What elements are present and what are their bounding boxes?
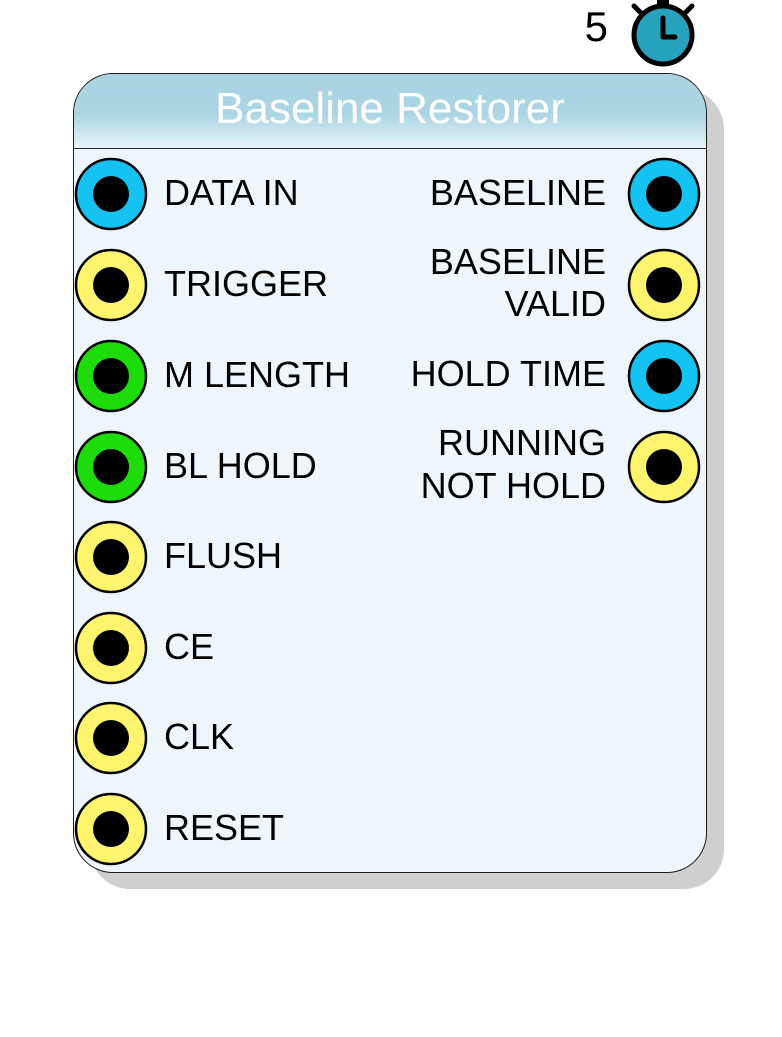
input-label-bl-hold: BL HOLD xyxy=(164,445,317,486)
input-port-m-length[interactable] xyxy=(74,339,148,413)
port-connector-icon xyxy=(627,339,701,413)
port-connector-icon xyxy=(74,792,148,866)
input-label-trigger: TRIGGER xyxy=(164,263,329,304)
block-title: Baseline Restorer xyxy=(215,84,565,133)
output-label-baseline-valid-2: VALID xyxy=(504,283,606,324)
input-label-clk: CLK xyxy=(164,716,235,757)
input-port-trigger[interactable] xyxy=(74,248,148,322)
port-connector-icon xyxy=(74,339,148,413)
port-connector-icon xyxy=(74,611,148,685)
latency-indicator: 5 xyxy=(560,0,702,70)
port-connector-icon xyxy=(627,430,701,504)
input-label-data-in: DATA IN xyxy=(164,172,299,213)
input-label-m-length: M LENGTH xyxy=(164,354,351,395)
input-port-data-in[interactable] xyxy=(74,157,148,231)
input-label-ce: CE xyxy=(164,626,215,667)
port-connector-icon xyxy=(74,430,148,504)
stopwatch-icon xyxy=(631,0,695,67)
port-connector-icon xyxy=(74,248,148,322)
output-port-hold-time[interactable] xyxy=(627,339,701,413)
latency-value: 5 xyxy=(584,3,608,50)
output-label-hold-time: HOLD TIME xyxy=(410,353,606,394)
port-connector-icon xyxy=(74,157,148,231)
output-label-running-not-hold-1: RUNNING xyxy=(438,422,606,463)
output-label-baseline: BASELINE xyxy=(429,172,606,213)
baseline-restorer-block[interactable]: Baseline Restorer xyxy=(73,73,707,873)
port-connector-icon xyxy=(74,701,148,775)
port-connector-icon xyxy=(627,248,701,322)
input-label-reset: RESET xyxy=(164,807,285,848)
block-header: Baseline Restorer xyxy=(74,74,706,149)
input-port-flush[interactable] xyxy=(74,520,148,594)
input-port-reset[interactable] xyxy=(74,792,148,866)
output-label-running-not-hold-2: NOT HOLD xyxy=(420,465,606,506)
output-port-baseline[interactable] xyxy=(627,157,701,231)
port-connector-icon xyxy=(74,520,148,594)
input-port-bl-hold[interactable] xyxy=(74,430,148,504)
port-connector-icon xyxy=(627,157,701,231)
input-port-clk[interactable] xyxy=(74,701,148,775)
input-port-ce[interactable] xyxy=(74,611,148,685)
input-label-flush: FLUSH xyxy=(164,535,283,576)
output-port-running-not-hold[interactable] xyxy=(627,430,701,504)
output-label-baseline-valid-1: BASELINE xyxy=(429,241,606,282)
output-port-baseline-valid[interactable] xyxy=(627,248,701,322)
